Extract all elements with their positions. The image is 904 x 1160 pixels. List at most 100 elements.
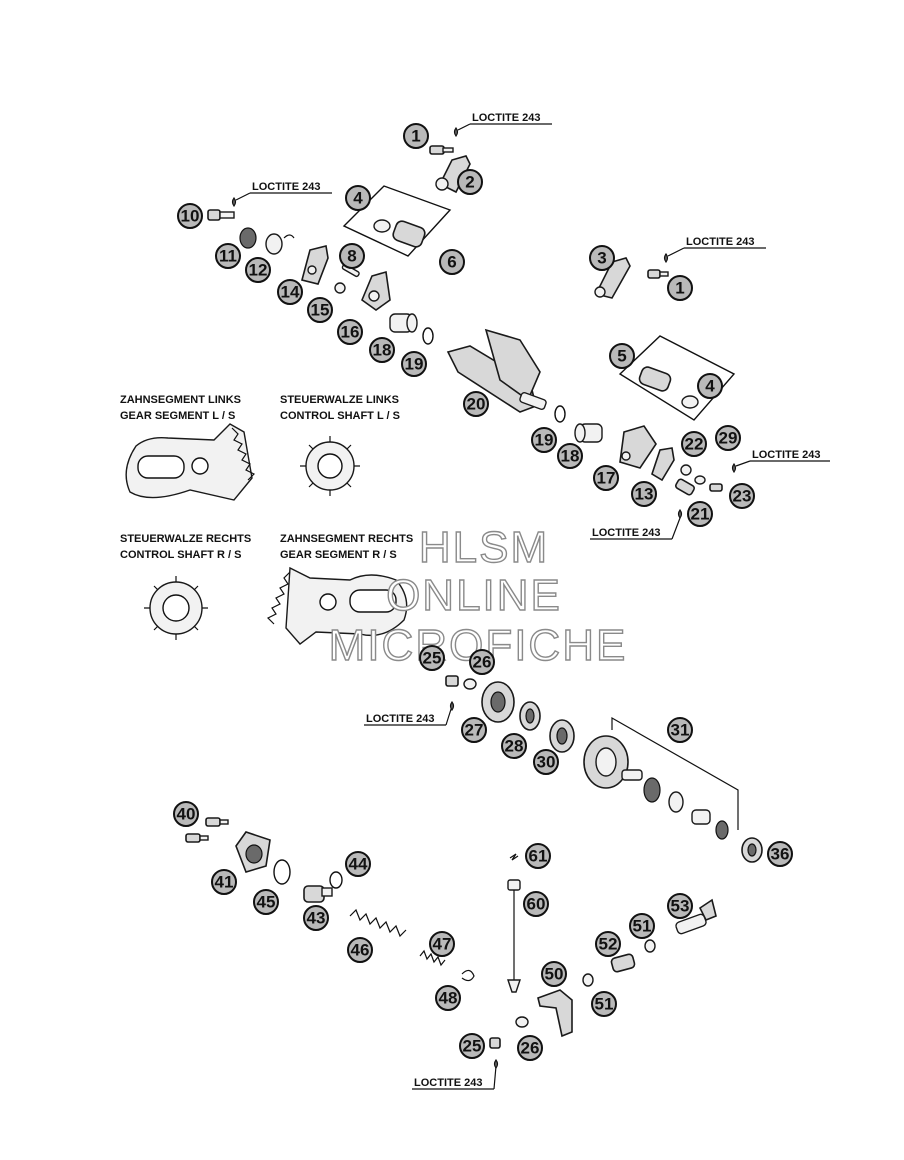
lever-part-16 bbox=[361, 270, 391, 311]
callout-number: 47 bbox=[433, 935, 452, 954]
callout-c11: 11 bbox=[215, 243, 241, 269]
callout-c28: 28 bbox=[501, 733, 527, 759]
callout-c26a: 26 bbox=[469, 649, 495, 675]
callout-number: 14 bbox=[281, 283, 300, 302]
callout-circle bbox=[557, 443, 583, 469]
screw-part-23 bbox=[709, 483, 723, 492]
bushing-part-18-upper bbox=[389, 313, 418, 333]
callout-c19b: 19 bbox=[531, 427, 557, 453]
control-shaft-left-label: STEUERWALZE LINKS CONTROL SHAFT L / S bbox=[280, 394, 400, 422]
callout-circle bbox=[461, 717, 487, 743]
assembly-box-5-4 bbox=[618, 335, 736, 421]
callout-c14: 14 bbox=[277, 279, 303, 305]
callout-c18a: 18 bbox=[369, 337, 395, 363]
callout-number: 50 bbox=[545, 965, 564, 984]
callout-circle bbox=[767, 841, 793, 867]
callout-c51a: 51 bbox=[629, 913, 655, 939]
callout-c12: 12 bbox=[245, 257, 271, 283]
svg-text:LOCTITE 243: LOCTITE 243 bbox=[472, 112, 540, 124]
loctite-drops bbox=[231, 126, 737, 1070]
callout-number: 46 bbox=[351, 941, 370, 960]
svg-text:ZAHNSEGMENT RECHTS: ZAHNSEGMENT RECHTS bbox=[280, 533, 413, 545]
callout-number: 52 bbox=[599, 935, 618, 954]
bushing-part-11 bbox=[239, 227, 257, 249]
callout-circle bbox=[211, 869, 237, 895]
callout-circle bbox=[681, 431, 707, 457]
washer-part-22 bbox=[680, 464, 692, 476]
callout-circle bbox=[457, 169, 483, 195]
callout-circle bbox=[277, 279, 303, 305]
callout-c26b: 26 bbox=[517, 1035, 543, 1061]
callout-number: 41 bbox=[215, 873, 234, 892]
callout-circle bbox=[609, 343, 635, 369]
housing-part-41 bbox=[235, 831, 271, 873]
assembly-box-4-6 bbox=[342, 185, 452, 257]
bushing-part-18-lower bbox=[574, 423, 603, 443]
screw-part-25-lower bbox=[489, 1037, 501, 1049]
callout-c15: 15 bbox=[307, 297, 333, 323]
loctite-label-bottom: LOCTITE 243 bbox=[412, 1065, 497, 1090]
svg-text:STEUERWALZE RECHTS: STEUERWALZE RECHTS bbox=[120, 533, 251, 545]
callout-circle bbox=[501, 733, 527, 759]
gear-segment-left-label: ZAHNSEGMENT LINKS GEAR SEGMENT L / S bbox=[120, 394, 241, 422]
callout-number: 31 bbox=[671, 721, 690, 740]
ratchet-part-27 bbox=[481, 681, 515, 723]
callout-c25a: 25 bbox=[419, 645, 445, 671]
svg-text:GEAR SEGMENT R / S: GEAR SEGMENT R / S bbox=[280, 549, 397, 561]
callout-circle bbox=[253, 889, 279, 915]
callout-number: 22 bbox=[685, 435, 704, 454]
callout-circle bbox=[429, 931, 455, 957]
callout-c29: 29 bbox=[715, 425, 741, 451]
control-shaft-right bbox=[144, 576, 208, 640]
callout-number: 26 bbox=[473, 653, 492, 672]
lever-part-14 bbox=[301, 245, 329, 285]
gear-shaft-part-31 bbox=[583, 716, 739, 840]
shaft-part-43 bbox=[303, 885, 333, 903]
callout-c13: 13 bbox=[631, 481, 657, 507]
gear-segment-right bbox=[266, 566, 408, 645]
screw-part-1-right bbox=[647, 269, 669, 279]
callout-c30: 30 bbox=[533, 749, 559, 775]
bearing-part-28 bbox=[519, 701, 541, 731]
callout-number: 12 bbox=[249, 261, 268, 280]
control-shaft-right-label: STEUERWALZE RECHTS CONTROL SHAFT R / S bbox=[120, 533, 251, 561]
callout-circle bbox=[591, 991, 617, 1017]
lever-part-53 bbox=[675, 898, 717, 935]
lever-part-13 bbox=[651, 447, 675, 482]
watermark: HLSM ONLINE MICROFICHE bbox=[328, 522, 626, 670]
screws-part-40 bbox=[185, 817, 229, 843]
callout-number: 16 bbox=[341, 323, 360, 342]
callout-circle bbox=[215, 243, 241, 269]
callout-circle bbox=[459, 1033, 485, 1059]
callout-number: 51 bbox=[633, 917, 652, 936]
callout-number: 53 bbox=[671, 897, 690, 916]
callout-circle bbox=[531, 427, 557, 453]
callout-c22: 22 bbox=[681, 431, 707, 457]
callout-number: 28 bbox=[505, 737, 524, 756]
callout-c36: 36 bbox=[767, 841, 793, 867]
svg-text:LOCTITE 243: LOCTITE 243 bbox=[752, 449, 820, 461]
oring-part-19-lower bbox=[554, 405, 566, 423]
callout-number: 19 bbox=[405, 355, 424, 374]
washer-part-26-upper bbox=[463, 678, 477, 690]
callout-c25b: 25 bbox=[459, 1033, 485, 1059]
callout-circle bbox=[435, 985, 461, 1011]
callout-circle bbox=[345, 851, 371, 877]
callout-circle bbox=[667, 717, 693, 743]
callout-c1a: 1 bbox=[403, 123, 429, 149]
callout-c10: 10 bbox=[177, 203, 203, 229]
callout-circle bbox=[589, 245, 615, 271]
callout-circle bbox=[697, 373, 723, 399]
loctite-label-top: LOCTITE 243 bbox=[457, 112, 552, 131]
callout-number: 13 bbox=[635, 485, 654, 504]
loctite-label-center: LOCTITE 243 bbox=[364, 705, 453, 726]
gear-segment-right-label: ZAHNSEGMENT RECHTS GEAR SEGMENT R / S bbox=[280, 533, 413, 561]
callout-c40: 40 bbox=[173, 801, 199, 827]
oring-part-19-upper bbox=[422, 327, 434, 345]
callout-c31: 31 bbox=[667, 717, 693, 743]
callout-circle bbox=[369, 337, 395, 363]
callout-number: 48 bbox=[439, 989, 458, 1008]
main-shaft-part-20 bbox=[446, 328, 547, 413]
callout-c47: 47 bbox=[429, 931, 455, 957]
